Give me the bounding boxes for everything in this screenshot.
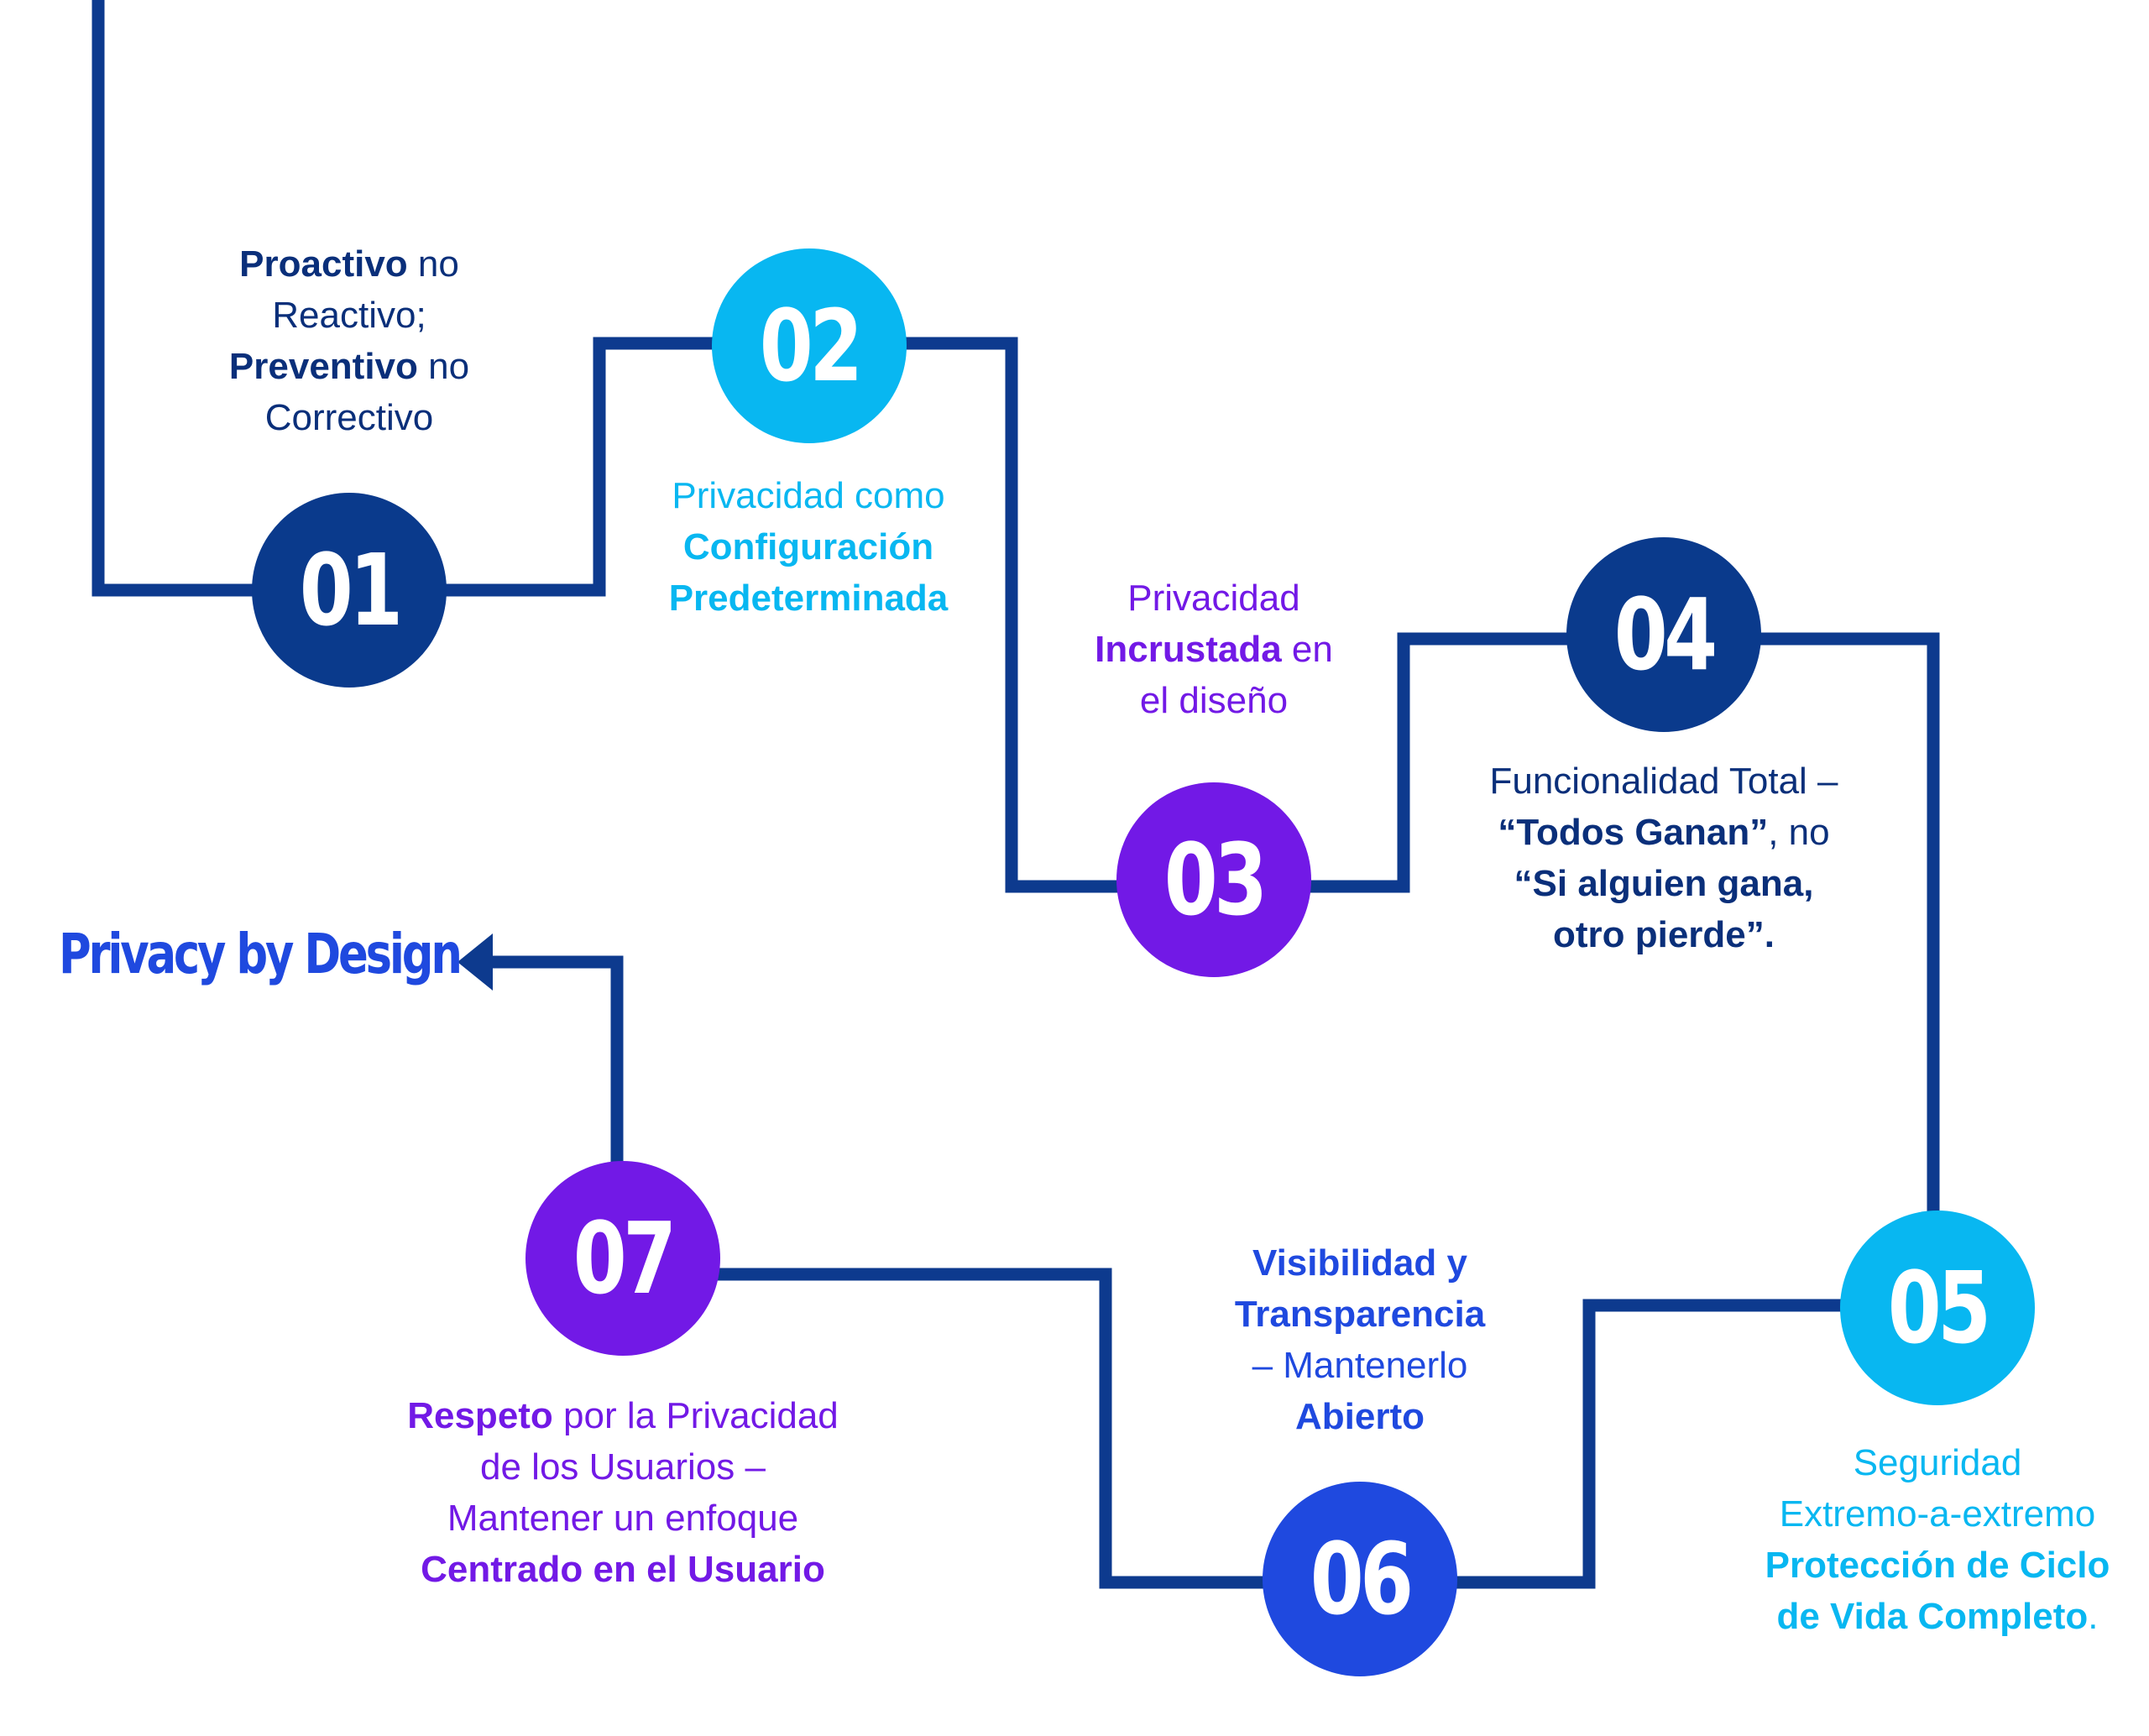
step-06-l1: Visibilidad y xyxy=(1252,1242,1467,1284)
step-03-number: 03 xyxy=(1163,822,1268,938)
step-07-number: 07 xyxy=(573,1200,677,1316)
step-01-l4: Correctivo xyxy=(264,397,434,438)
step-05-l1: Seguridad xyxy=(1853,1442,2022,1483)
step-06-circle: 06 xyxy=(1263,1482,1457,1676)
step-01-label: Proactivo no Reactivo; Preventivo no Cor… xyxy=(72,238,626,443)
diagram-title: Privacy by Design xyxy=(59,922,463,986)
step-01-l3-text: no xyxy=(417,346,470,387)
step-07-label: Respeto por la Privacidad de los Usuario… xyxy=(346,1390,900,1595)
step-05-l4-text: . xyxy=(2088,1596,2099,1637)
step-07-l1-text: por la Privacidad xyxy=(552,1395,839,1436)
step-04-l3: “Si alguien gana, xyxy=(1514,863,1814,904)
step-07-l2: de los Usuarios – xyxy=(480,1446,766,1488)
arrow-head-icon xyxy=(458,933,493,991)
step-06-l2: Transparencia xyxy=(1234,1294,1486,1335)
step-01-l1-text: no xyxy=(407,243,459,285)
step-01-l3-bold: Preventivo xyxy=(228,346,418,387)
step-03-l2-text: en xyxy=(1281,629,1333,670)
step-01-number: 01 xyxy=(299,532,403,648)
step-05-number: 05 xyxy=(1887,1250,1991,1366)
step-07-circle: 07 xyxy=(525,1161,720,1356)
step-01-circle: 01 xyxy=(252,493,447,688)
step-03-l3: el diseño xyxy=(1139,680,1289,721)
step-01-l1-bold: Proactivo xyxy=(239,243,408,285)
step-07-l4: Centrado en el Usuario xyxy=(421,1549,825,1590)
step-05-label: Seguridad Extremo-a-extremo Protección d… xyxy=(1660,1437,2149,1642)
step-05-circle: 05 xyxy=(1840,1210,2035,1405)
step-06-l3: – Mantenerlo xyxy=(1252,1345,1468,1386)
step-03-l2-bold: Incrustada xyxy=(1095,629,1282,670)
step-04-number: 04 xyxy=(1613,577,1718,693)
step-04-label: Funcionalidad Total – “Todos Ganan”, no … xyxy=(1387,756,1941,960)
step-06-number: 06 xyxy=(1310,1521,1414,1637)
step-04-l1: Funcionalidad Total – xyxy=(1489,761,1838,802)
step-04-l4: otro pierde”. xyxy=(1552,914,1775,955)
step-03-label: Privacidad Incrustada en el diseño xyxy=(937,573,1491,726)
connector-path xyxy=(92,0,1940,1589)
step-02-l1: Privacidad como xyxy=(672,475,945,516)
step-07-l1-bold: Respeto xyxy=(407,1395,553,1436)
step-05-l2: Extremo-a-extremo xyxy=(1779,1493,2096,1535)
step-03-l1: Privacidad xyxy=(1127,578,1300,619)
step-05-l4-bold: de Vida Completo xyxy=(1776,1596,2089,1637)
step-06-label: Visibilidad y Transparencia – Mantenerlo… xyxy=(1083,1237,1637,1442)
step-02-circle: 02 xyxy=(712,248,907,443)
step-07-l3: Mantener un enfoque xyxy=(447,1498,799,1539)
step-01-l2: Reactivo; xyxy=(272,295,426,336)
step-02-l2: Configuración xyxy=(682,526,934,567)
step-03-circle: 03 xyxy=(1116,782,1311,977)
step-04-l2-text: , no xyxy=(1768,812,1830,853)
step-02-label: Privacidad como Configuración Predetermi… xyxy=(531,470,1085,624)
step-02-l3: Predeterminada xyxy=(668,578,949,619)
step-02-number: 02 xyxy=(759,288,863,404)
step-05-l3: Protección de Ciclo xyxy=(1765,1545,2110,1586)
step-04-circle: 04 xyxy=(1566,537,1761,732)
step-04-l2-bold: “Todos Ganan” xyxy=(1498,812,1769,853)
step-06-l4: Abierto xyxy=(1295,1396,1425,1437)
